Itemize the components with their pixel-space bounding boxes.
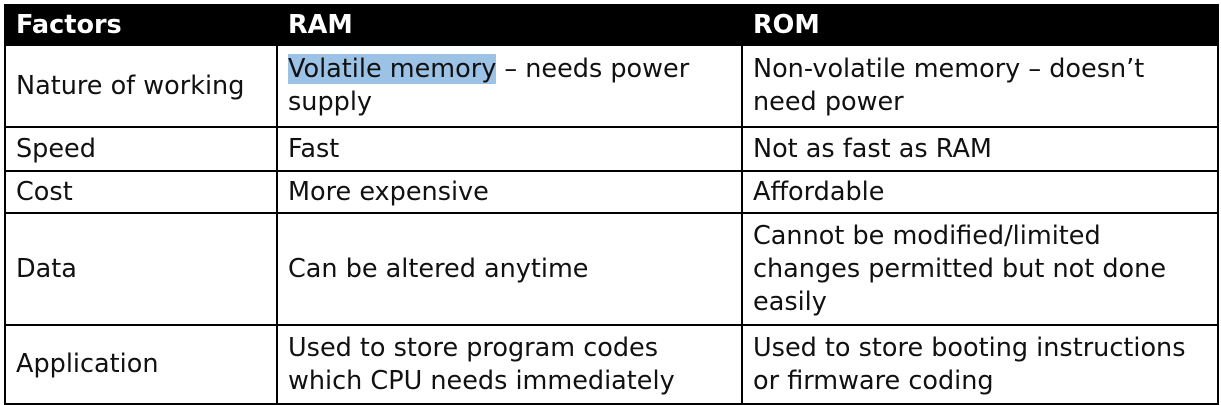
rom-cell[interactable]: Not as fast as RAM [741, 126, 1219, 172]
ram-cell[interactable]: Fast [276, 126, 743, 172]
table-row: Speed Fast Not as fast as RAM [4, 126, 1219, 172]
rom-cell[interactable]: Non-volatile memory – doesn’t need power [741, 44, 1219, 128]
factor-cell[interactable]: Data [4, 212, 278, 326]
ram-rom-comparison-table: Factors RAM ROM Nature of working Volati… [4, 4, 1219, 405]
ram-cell-text: – needs power supply [288, 54, 690, 117]
factor-cell[interactable]: Application [4, 324, 278, 405]
header-ram: RAM [276, 4, 743, 46]
factor-cell[interactable]: Speed [4, 126, 278, 172]
table-row: Nature of working Volatile memory – need… [4, 44, 1219, 128]
factor-cell[interactable]: Cost [4, 170, 278, 214]
table-row: Data Can be altered anytime Cannot be mo… [4, 212, 1219, 326]
rom-cell[interactable]: Cannot be modified/limited changes permi… [741, 212, 1219, 326]
factor-cell[interactable]: Nature of working [4, 44, 278, 128]
header-factors: Factors [4, 4, 278, 46]
ram-cell[interactable]: Used to store program codes which CPU ne… [276, 324, 743, 405]
rom-cell[interactable]: Affordable [741, 170, 1219, 214]
table-row: Application Used to store program codes … [4, 324, 1219, 405]
ram-cell[interactable]: Volatile memory – needs power supply [276, 44, 743, 128]
table-row: Cost More expensive Affordable [4, 170, 1219, 214]
selected-text-highlight[interactable]: Volatile memory [288, 54, 497, 84]
table-header-row: Factors RAM ROM [4, 4, 1219, 46]
header-rom: ROM [741, 4, 1219, 46]
rom-cell[interactable]: Used to store booting instructions or fi… [741, 324, 1219, 405]
ram-cell[interactable]: Can be altered anytime [276, 212, 743, 326]
ram-cell[interactable]: More expensive [276, 170, 743, 214]
comparison-document: Factors RAM ROM Nature of working Volati… [4, 4, 1219, 405]
